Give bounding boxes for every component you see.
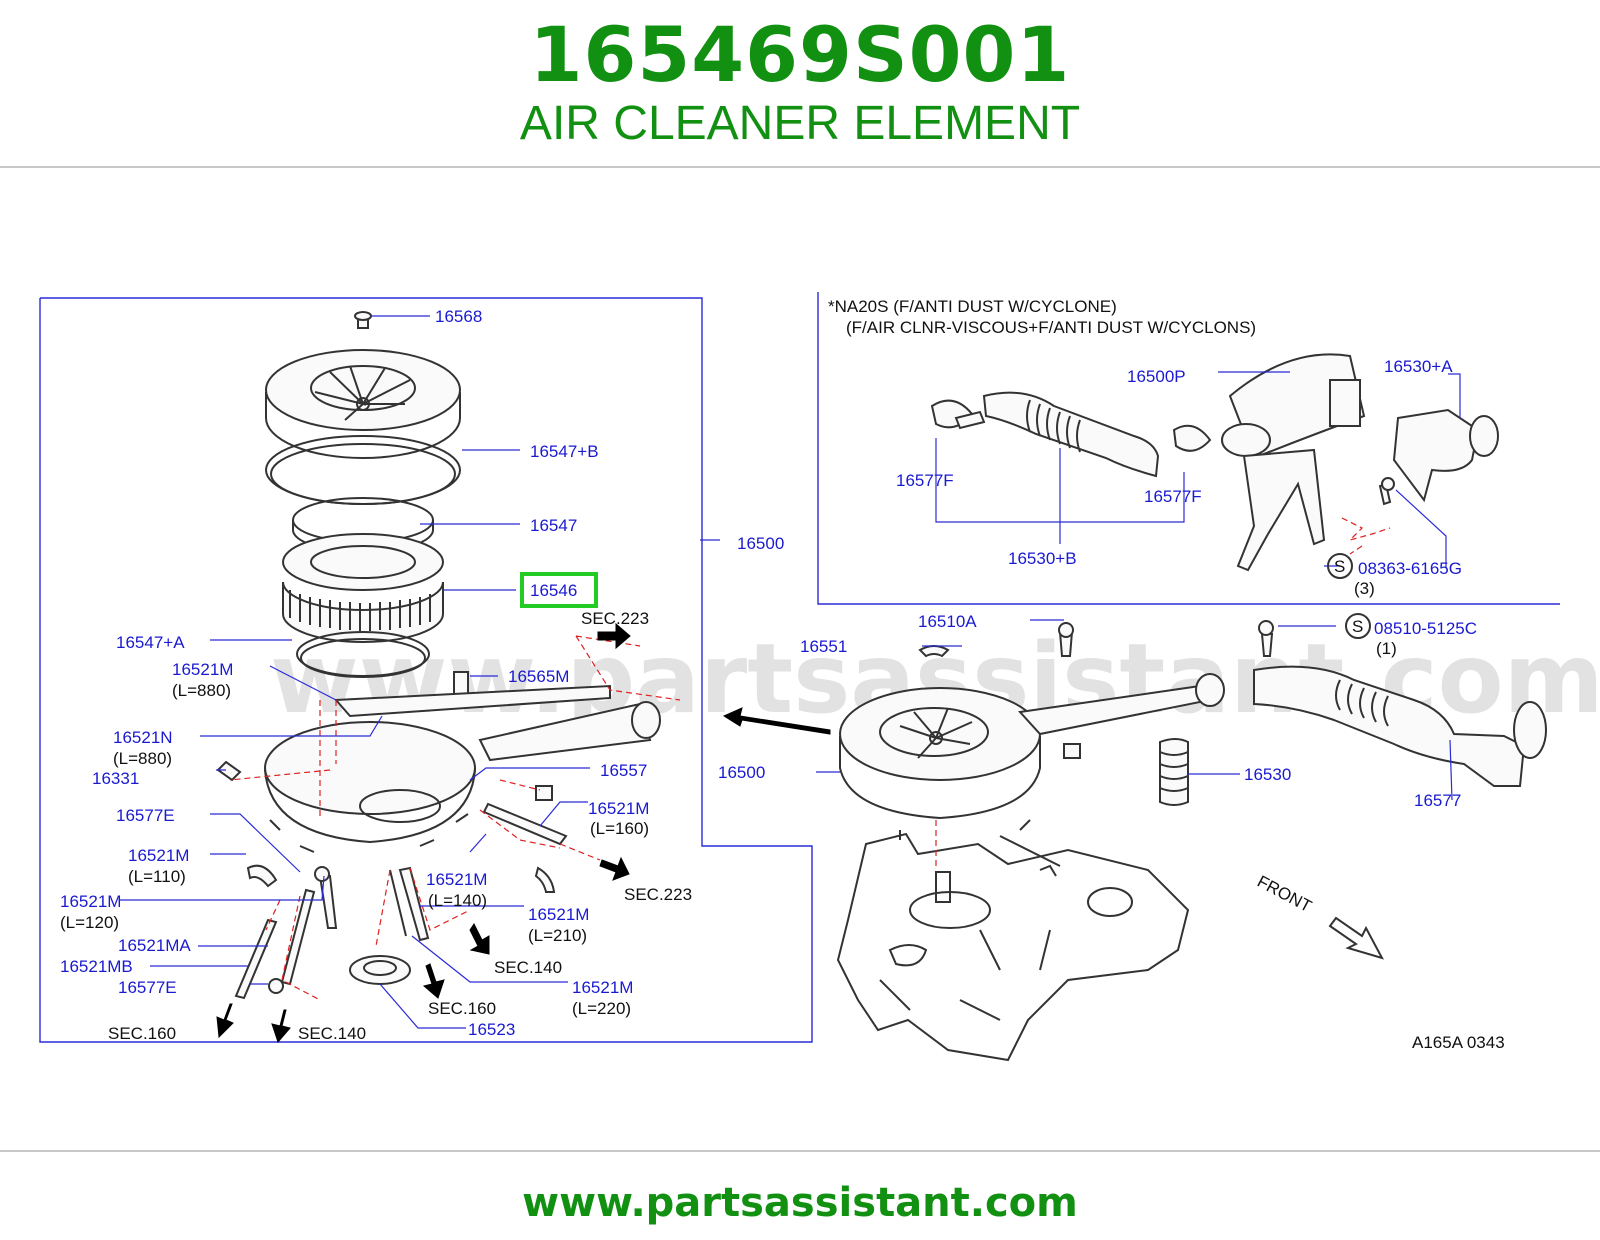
ref-sec223-a[interactable]: SEC.223	[581, 609, 649, 628]
callout-16551[interactable]: 16551	[800, 637, 847, 656]
callout-16500-left[interactable]: 16500	[737, 534, 784, 553]
callout-16530-b[interactable]: 16530+B	[1008, 549, 1077, 568]
callout-16546[interactable]: 16546	[530, 581, 577, 600]
callout-16500p[interactable]: 16500P	[1127, 367, 1186, 386]
direction-arrows	[216, 622, 831, 1043]
length-140: (L=140)	[428, 891, 487, 910]
ref-sec223-b[interactable]: SEC.223	[624, 885, 692, 904]
callout-16521mb[interactable]: 16521MB	[60, 957, 133, 976]
callout-16521m-160[interactable]: 16521M	[588, 799, 649, 818]
part-number-title: 165469S001	[529, 10, 1071, 99]
callout-16521m-220[interactable]: 16521M	[572, 978, 633, 997]
ref-sec140-b[interactable]: SEC.140	[298, 1024, 366, 1043]
callout-16530[interactable]: 16530	[1244, 765, 1291, 784]
callout-16577f-b[interactable]: 16577F	[1144, 487, 1202, 506]
ref-sec160-b[interactable]: SEC.160	[108, 1024, 176, 1043]
callout-16577[interactable]: 16577	[1414, 791, 1461, 810]
callout-08510-5125c[interactable]: 08510-5125C	[1374, 619, 1477, 638]
drawing-code: A165A 0343	[1412, 1033, 1505, 1052]
callout-16565m[interactable]: 16565M	[508, 667, 569, 686]
page-header: 165469S001 AIR CLEANER ELEMENT	[0, 0, 1600, 168]
s-label-1: S	[1334, 557, 1345, 576]
callout-16510a[interactable]: 16510A	[918, 612, 977, 631]
callout-16521m-120[interactable]: 16521M	[60, 892, 121, 911]
air-cleaner-body	[264, 684, 661, 853]
callout-16530-a[interactable]: 16530+A	[1384, 357, 1453, 376]
callout-16547[interactable]: 16547	[530, 516, 577, 535]
ref-sec160-a[interactable]: SEC.160	[428, 999, 496, 1018]
footer-url[interactable]: www.partsassistant.com	[522, 1180, 1078, 1226]
callout-16521m-880[interactable]: 16521M	[172, 660, 233, 679]
front-direction-arrow	[1328, 916, 1385, 960]
callout-16521m-140[interactable]: 16521M	[426, 870, 487, 889]
hoses-left	[216, 760, 568, 1000]
callout-16577e-a[interactable]: 16577E	[116, 806, 175, 825]
length-880-a: (L=880)	[172, 681, 231, 700]
callout-16500-right[interactable]: 16500	[718, 763, 765, 782]
callout-16557[interactable]: 16557	[600, 761, 647, 780]
length-220: (L=220)	[572, 999, 631, 1018]
length-120: (L=120)	[60, 913, 119, 932]
callout-16521m-110[interactable]: 16521M	[128, 846, 189, 865]
s-label-2: S	[1352, 617, 1363, 636]
gasket-16547A	[296, 631, 430, 678]
inset-note-line2: (F/AIR CLNR-VISCOUS+F/ANTI DUST W/CYCLON…	[846, 318, 1256, 337]
right-air-cleaner-assembly	[839, 620, 1547, 820]
quantity-1: (1)	[1376, 639, 1397, 658]
gasket-16547B	[265, 435, 461, 505]
callout-16547-a[interactable]: 16547+A	[116, 633, 185, 652]
footer-divider	[0, 1150, 1600, 1152]
grommet-16523	[349, 955, 411, 985]
length-160: (L=160)	[590, 819, 649, 838]
length-210: (L=210)	[528, 926, 587, 945]
header-divider	[0, 166, 1600, 168]
callout-16331[interactable]: 16331	[92, 769, 139, 788]
engine-block	[836, 819, 1190, 1062]
left-assembly-frame	[39, 297, 813, 1043]
front-label: FRONT	[1254, 872, 1315, 916]
callout-08363-6165g[interactable]: 08363-6165G	[1358, 559, 1462, 578]
inset-cyclone-parts	[930, 353, 1499, 572]
callout-16523[interactable]: 16523	[468, 1020, 515, 1039]
cap-nut-16568	[354, 311, 372, 329]
inset-note-line1: *NA20S (F/ANTI DUST W/CYCLONE)	[828, 297, 1117, 316]
callout-16547-b[interactable]: 16547+B	[530, 442, 599, 461]
clip-16565M	[453, 671, 469, 695]
callout-16521ma[interactable]: 16521MA	[118, 936, 191, 955]
callout-16521m-210[interactable]: 16521M	[528, 905, 589, 924]
part-name-subtitle: AIR CLEANER ELEMENT	[519, 97, 1081, 150]
air-cleaner-element-16546	[282, 533, 444, 643]
quantity-3: (3)	[1354, 579, 1375, 598]
callout-16521n[interactable]: 16521N	[113, 728, 173, 747]
callout-16577f-a[interactable]: 16577F	[896, 471, 954, 490]
length-880-b: (L=880)	[113, 749, 172, 768]
highlight-box-16546	[520, 572, 598, 608]
ref-sec140-a[interactable]: SEC.140	[494, 958, 562, 977]
callout-16577e-b[interactable]: 16577E	[118, 978, 177, 997]
air-cleaner-cover	[265, 349, 461, 459]
callout-16568[interactable]: 16568	[435, 307, 482, 326]
inset-frame	[817, 292, 1560, 605]
s-badge-2	[1345, 613, 1371, 639]
s-badge-1	[1327, 553, 1353, 579]
length-110: (L=110)	[128, 867, 186, 886]
